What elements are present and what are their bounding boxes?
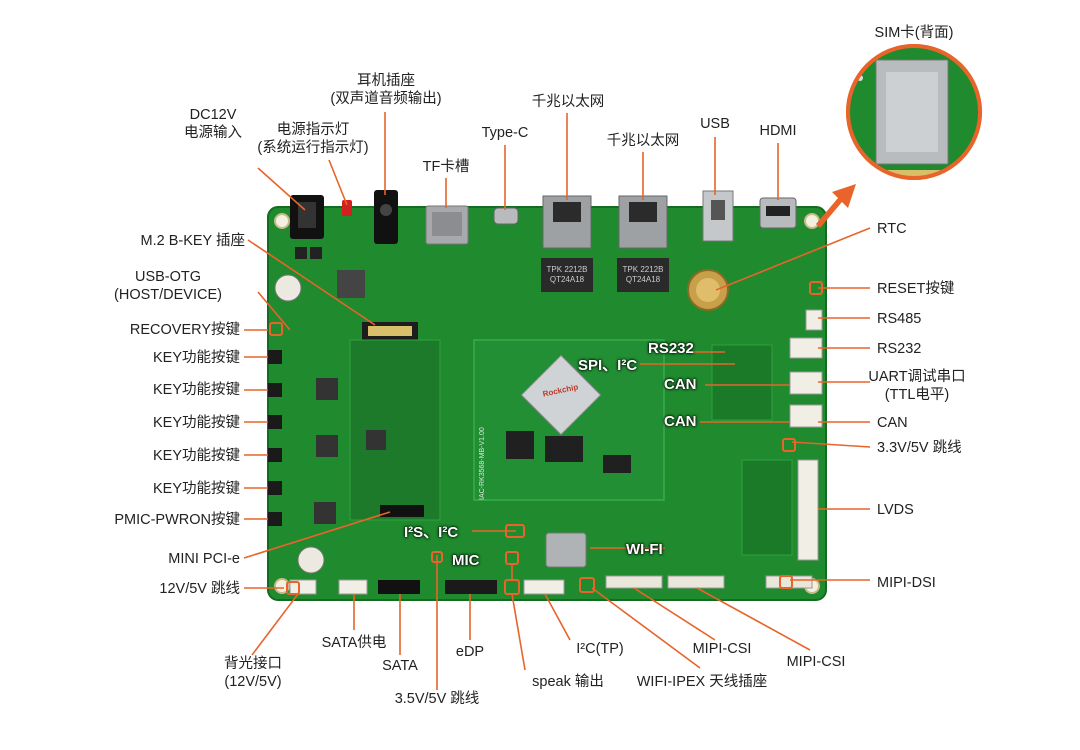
label-usb: USB: [700, 116, 730, 132]
uart-conn: [789, 371, 823, 395]
onboard-spi-i2c: SPI、I²C: [578, 357, 638, 374]
rs232-conn: [789, 337, 823, 359]
label-rs485: RS485: [877, 311, 922, 327]
onboard-mic: MIC: [452, 552, 480, 569]
typec-port: [493, 207, 519, 225]
label-sata: SATA: [382, 658, 418, 674]
capacitor-bottom: [297, 546, 325, 574]
label-sim: SIM卡(背面): [874, 25, 954, 41]
label-gbe2: 千兆以太网: [606, 133, 680, 149]
label-recovery: RECOVERY按键: [129, 322, 240, 338]
label-minipcie: MINI PCI-e: [168, 551, 240, 567]
markers: [269, 281, 823, 595]
label-wifi-ipex: WIFI-IPEX 天线插座: [636, 674, 768, 690]
onboard-i2s-i2c: I²S、I²C: [404, 524, 459, 541]
can-conn: [789, 404, 823, 428]
label-usbotg: USB-OTG(HOST/DEVICE): [114, 269, 222, 303]
label-mipi-dsi: MIPI-DSI: [877, 575, 936, 591]
label-key3: KEY功能按键: [152, 415, 240, 431]
label-rs232: RS232: [877, 341, 922, 357]
label-key4: KEY功能按键: [152, 448, 240, 464]
label-power-led: 电源指示灯(系统运行指示灯): [257, 122, 369, 156]
label-rtc: RTC: [877, 221, 907, 237]
edp-conn: [445, 580, 497, 594]
leader-lines: [243, 112, 871, 690]
soc-chip: [520, 354, 602, 436]
som-silk: IAC-RK3568-MB-V1.00: [479, 427, 486, 500]
label-gbe1: 千兆以太网: [531, 94, 605, 110]
sim-zoom: [846, 44, 982, 180]
label-reset: RESET按键: [877, 281, 955, 297]
zoom-arrow: [816, 184, 856, 228]
wifi-module: [545, 532, 587, 568]
label-uart: UART调试串口(TTL电平): [868, 369, 966, 403]
label-key1: KEY功能按键: [152, 350, 240, 366]
label-jumper35: 3.5V/5V 跳线: [394, 691, 480, 707]
label-typec: Type-C: [481, 125, 529, 141]
onboard-can2: CAN: [664, 413, 697, 430]
mipi-dsi-conn: [765, 575, 813, 589]
rs485-conn: [805, 309, 823, 331]
label-mipi-csi2: MIPI-CSI: [786, 654, 846, 670]
label-jumper33: 3.3V/5V 跳线: [877, 440, 962, 456]
label-tf: TF卡槽: [422, 159, 470, 175]
mipi-csi-2-conn: [667, 575, 725, 589]
label-mipi-csi1: MIPI-CSI: [692, 641, 752, 657]
onboard-can1: CAN: [664, 376, 697, 393]
mipi-csi-1-conn: [605, 575, 663, 589]
onboard-wifi: WI-FI: [626, 541, 663, 558]
power-led: [342, 200, 352, 216]
i2c-tp-conn: [523, 579, 565, 595]
label-key2: KEY功能按键: [152, 382, 240, 398]
label-m2: M.2 B-KEY 插座: [140, 233, 245, 249]
label-lvds: LVDS: [877, 502, 914, 518]
key-buttons: [268, 350, 282, 526]
backlight-conn: [289, 579, 317, 595]
label-can: CAN: [877, 415, 908, 431]
label-hdmi: HDMI: [759, 123, 797, 139]
label-earphone: 耳机插座(双声道音频输出): [330, 73, 442, 107]
label-backlight: 背光接口(12V/5V): [224, 656, 282, 690]
label-edp: eDP: [455, 644, 485, 660]
capacitor-top: [274, 274, 302, 302]
onboard-rs232: RS232: [648, 340, 694, 357]
label-jumper12v: 12V/5V 跳线: [159, 581, 240, 597]
earphone-jack: [374, 190, 398, 244]
label-speak: speak 输出: [532, 674, 604, 690]
lvds-conn: [797, 459, 819, 561]
label-i2c-tp: I²C(TP): [576, 641, 624, 657]
label-key5: KEY功能按键: [152, 481, 240, 497]
minipcie-slot: [349, 339, 441, 521]
label-sata-power: SATA供电: [321, 635, 387, 651]
label-pmic: PMIC-PWRON按键: [114, 512, 240, 528]
sata-conn: [378, 580, 420, 594]
sata-power-conn: [338, 579, 368, 595]
